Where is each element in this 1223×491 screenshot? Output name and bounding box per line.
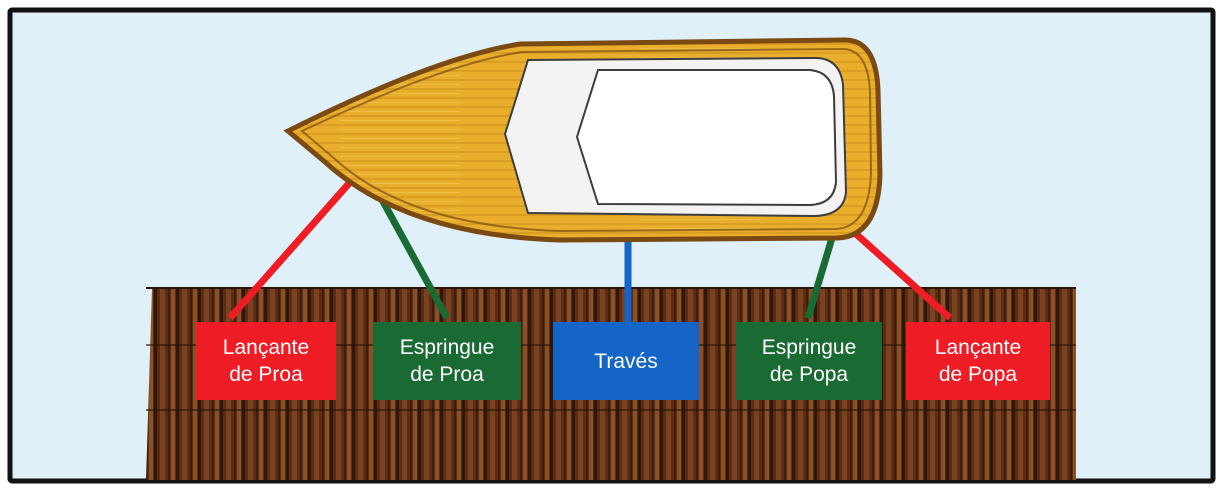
lancante-popa-line bbox=[843, 222, 953, 321]
lancante-popa-label: Lançante de Popa bbox=[906, 322, 1050, 400]
espringue-popa-line bbox=[804, 226, 839, 320]
espringue-proa-label: Espringue de Proa bbox=[373, 322, 521, 400]
espringue-popa-label: Espringue de Popa bbox=[736, 322, 882, 400]
lancante-proa-line bbox=[227, 177, 355, 321]
espringue-proa-line bbox=[376, 194, 451, 320]
boat-icon bbox=[283, 37, 883, 243]
traves-label: Través bbox=[553, 322, 699, 400]
lancante-proa-label: Lançante de Proa bbox=[196, 322, 336, 400]
